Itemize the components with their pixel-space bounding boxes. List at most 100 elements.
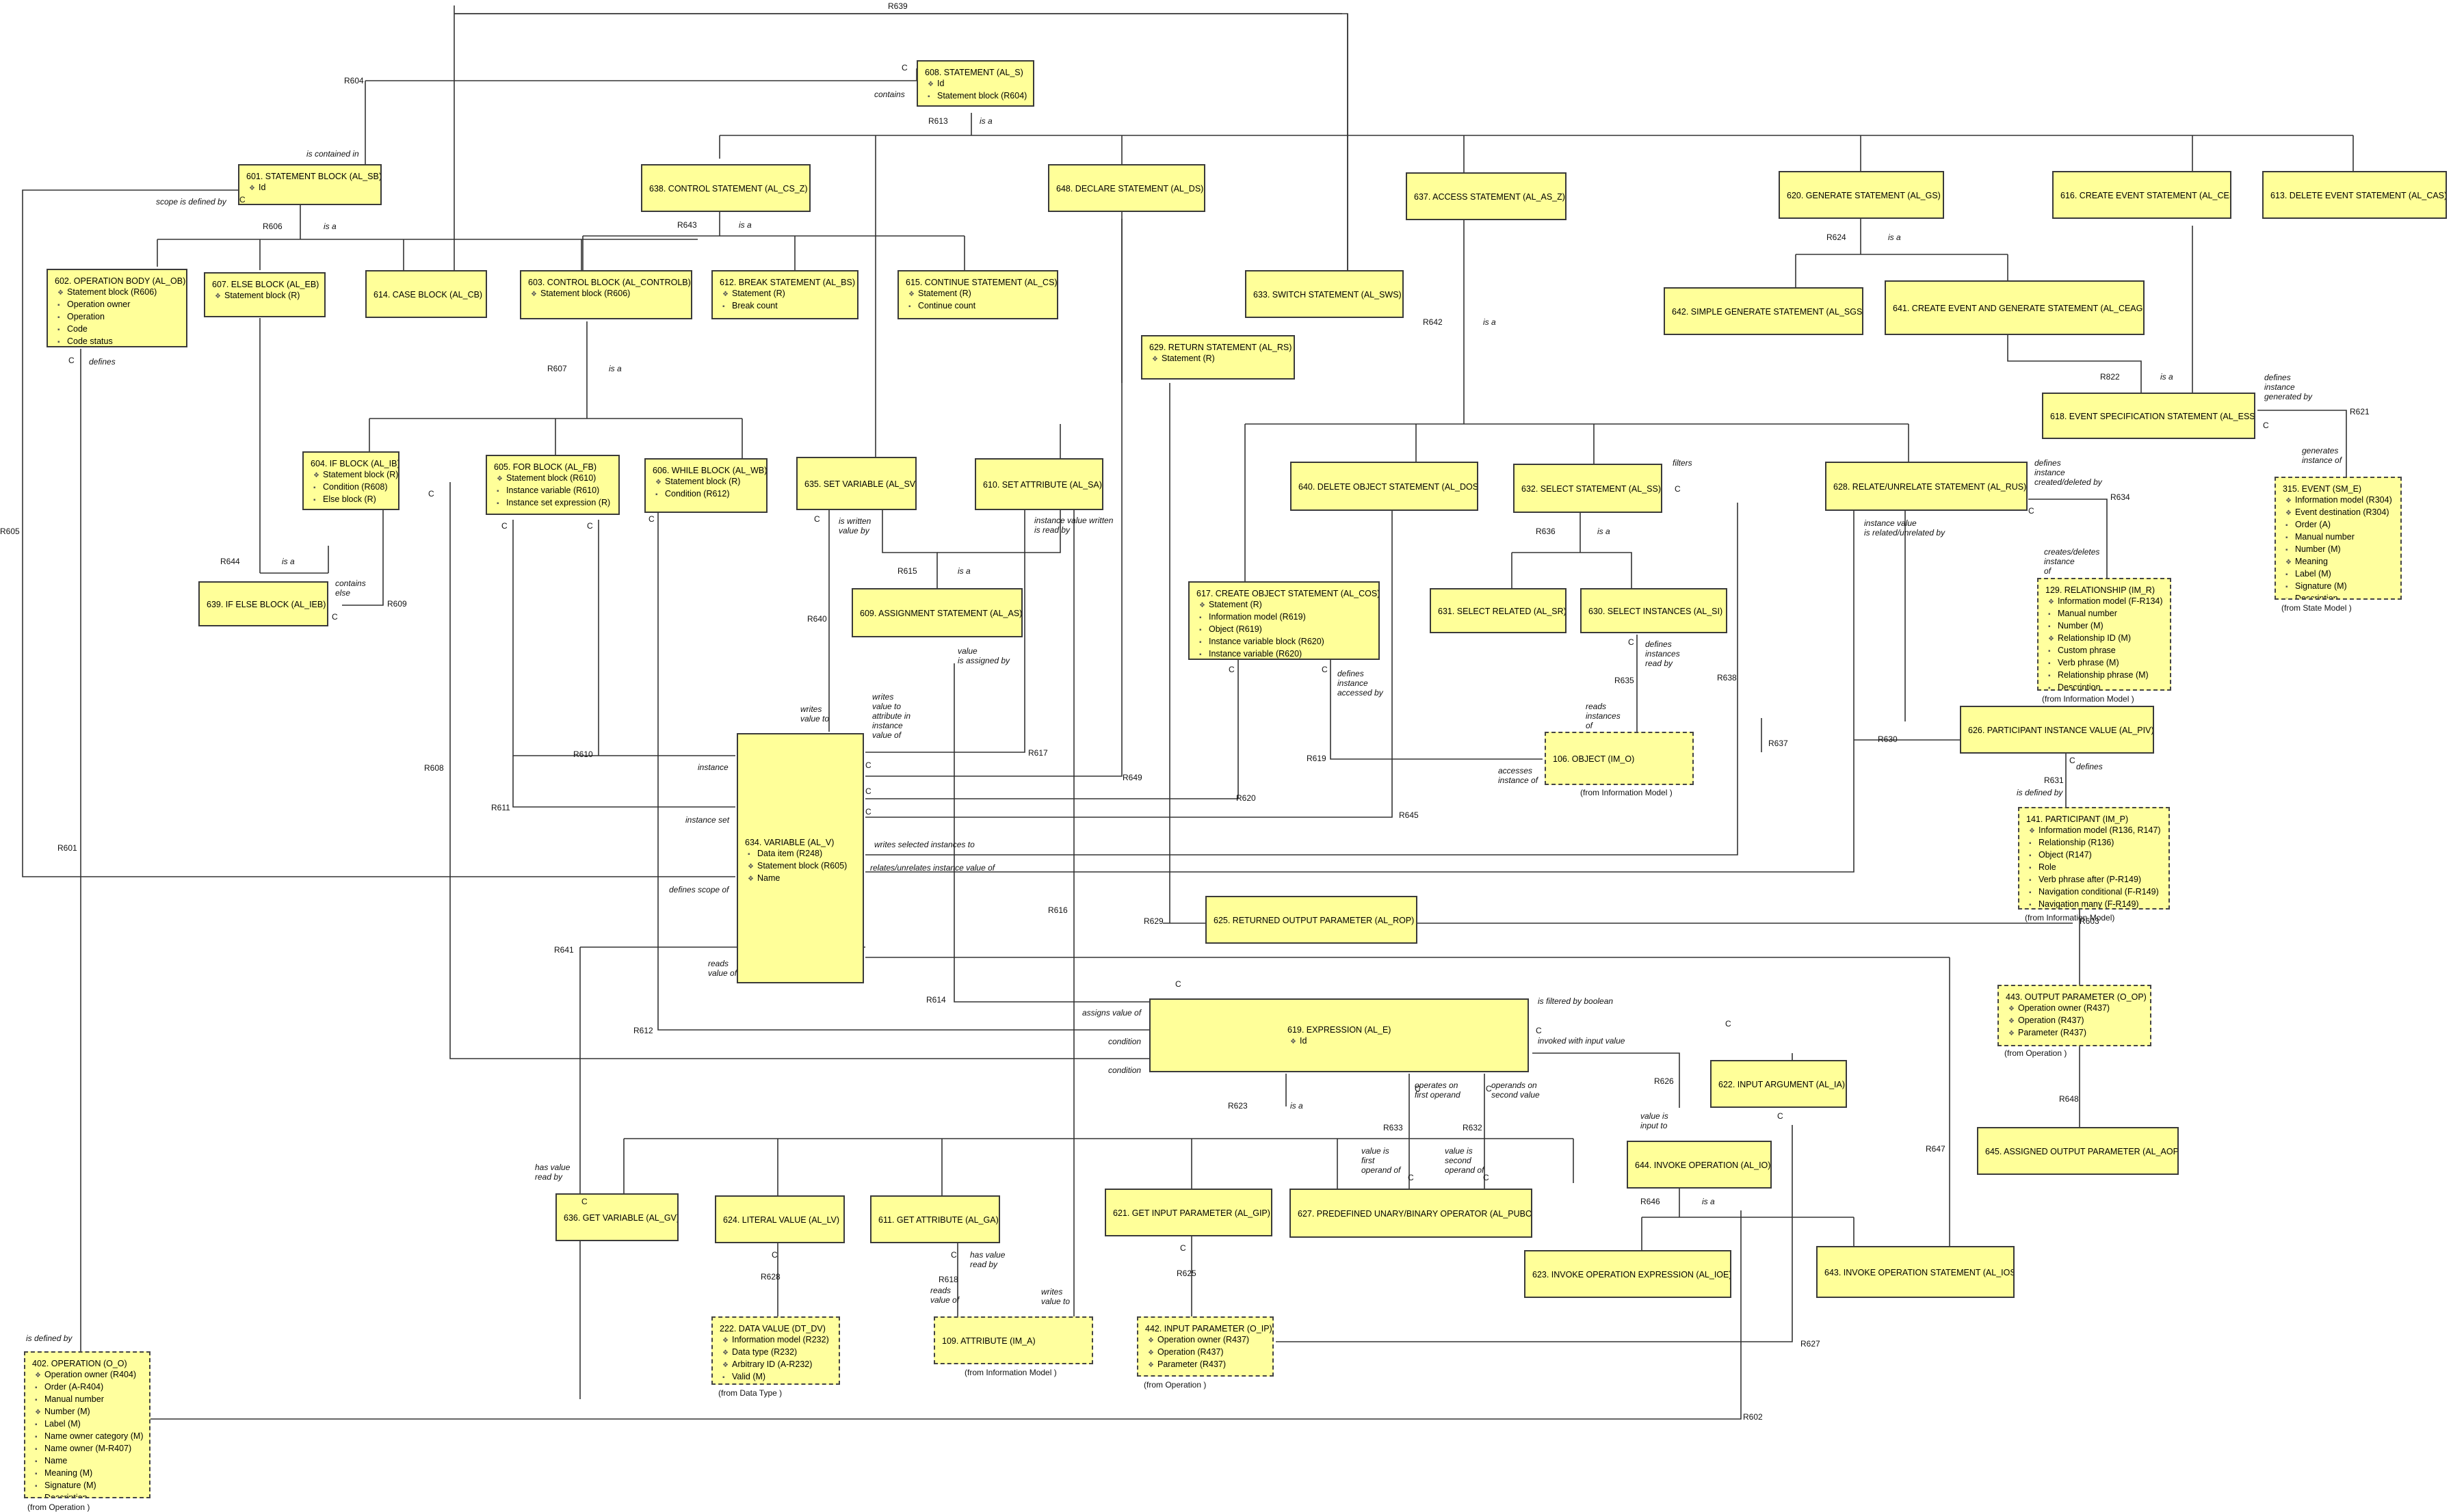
class-616-create-event-statement[interactable]: 616. CREATE EVENT STATEMENT (AL_CES) — [2052, 171, 2231, 219]
class-610-set-attribute[interactable]: 610. SET ATTRIBUTE (AL_SA) — [975, 458, 1103, 510]
isa-label: is a — [2160, 372, 2173, 382]
class-642-simple-generate-statement[interactable]: 642. SIMPLE GENERATE STATEMENT (AL_SGS) — [1664, 287, 1863, 335]
class-attribute-text: Statement block (R610) — [506, 473, 597, 483]
class-106-object[interactable]: 106. OBJECT (IM_O) — [1545, 732, 1694, 785]
class-attributes: ❖Statement block (R)▪Condition (R612) — [653, 476, 759, 501]
class-title: 604. IF BLOCK (AL_IB) — [311, 459, 399, 468]
class-648-declare-statement[interactable]: 648. DECLARE STATEMENT (AL_DS) — [1048, 164, 1205, 212]
class-631-select-related[interactable]: 631. SELECT RELATED (AL_SR) — [1430, 588, 1567, 633]
class-title: 633. SWITCH STATEMENT (AL_SWS) — [1253, 290, 1402, 300]
class-617-create-object-statement[interactable]: 617. CREATE OBJECT STATEMENT (AL_COS)❖St… — [1188, 581, 1380, 660]
class-attributes: ❖Information model (F-R134)▪Manual numbe… — [2045, 596, 2163, 689]
class-635-set-variable[interactable]: 635. SET VARIABLE (AL_SV) — [796, 457, 917, 510]
class-614-case-block[interactable]: 614. CASE BLOCK (AL_CB) — [365, 270, 487, 318]
class-title: 609. ASSIGNMENT STATEMENT (AL_AS) — [860, 609, 1023, 618]
class-attribute-text: Order (A) — [2295, 520, 2331, 529]
class-attribute: ▪Instance variable block (R620) — [1196, 636, 1372, 648]
class-644-invoke-operation[interactable]: 644. INVOKE OPERATION (AL_IO) — [1627, 1141, 1772, 1189]
class-605-for-block[interactable]: 605. FOR BLOCK (AL_FB)❖Statement block (… — [486, 455, 620, 515]
class-619-expression[interactable]: 619. EXPRESSION (AL_E)❖Id — [1149, 998, 1529, 1072]
class-attribute-text: Operation owner (R437) — [2018, 1003, 2110, 1013]
rel-label-R638: R638 — [1717, 673, 1737, 682]
class-628-relate-unrelate-statement[interactable]: 628. RELATE/UNRELATE STATEMENT (AL_RUS) — [1825, 462, 2028, 511]
class-645-assigned-output-parameter[interactable]: 645. ASSIGNED OUTPUT PARAMETER (AL_AOP) — [1977, 1127, 2179, 1175]
class-608-statement[interactable]: 608. STATEMENT (AL_S)❖Id▪Statement block… — [917, 60, 1034, 107]
class-title: 618. EVENT SPECIFICATION STATEMENT (AL_E… — [2050, 412, 2255, 421]
class-618-event-specification-statement[interactable]: 618. EVENT SPECIFICATION STATEMENT (AL_E… — [2042, 393, 2255, 439]
attribute-bullet-icon: ▪ — [35, 1458, 38, 1465]
class-129-relationship[interactable]: 129. RELATIONSHIP (IM_R)❖Information mod… — [2037, 578, 2171, 691]
class-attributes: ❖Information model (R232)❖Data type (R23… — [720, 1334, 832, 1383]
class-402-operation[interactable]: 402. OPERATION (O_O)❖Operation owner (R4… — [24, 1351, 150, 1498]
class-title: 614. CASE BLOCK (AL_CB) — [373, 290, 483, 300]
class-640-delete-object-statement[interactable]: 640. DELETE OBJECT STATEMENT (AL_DOS) — [1290, 462, 1478, 511]
class-641-create-event-and-generate-statement[interactable]: 641. CREATE EVENT AND GENERATE STATEMENT… — [1885, 280, 2145, 335]
mult-c: C — [501, 521, 508, 531]
class-attribute-text: Arbitrary ID (A-R232) — [732, 1360, 813, 1369]
class-141-participant[interactable]: 141. PARTICIPANT (IM_P)❖Information mode… — [2018, 807, 2170, 910]
class-601-statement-block[interactable]: 601. STATEMENT BLOCK (AL_SB)❖Id — [238, 164, 382, 205]
class-643-invoke-operation-statement[interactable]: 643. INVOKE OPERATION STATEMENT (AL_IOS) — [1816, 1246, 2015, 1298]
rel-label-R630: R630 — [1878, 734, 1898, 744]
class-attribute-text: Name — [44, 1456, 68, 1465]
class-443-output-parameter[interactable]: 443. OUTPUT PARAMETER (O_OP)❖Operation o… — [1997, 985, 2151, 1046]
class-attribute: ❖Statement block (R606) — [528, 288, 684, 300]
class-attributes: ❖Operation owner (R404)▪Order (A-R404)▪M… — [32, 1369, 144, 1497]
class-609-assignment-statement[interactable]: 609. ASSIGNMENT STATEMENT (AL_AS) — [852, 588, 1023, 637]
class-636-get-variable[interactable]: 636. GET VARIABLE (AL_GV) — [555, 1193, 679, 1241]
class-607-else-block[interactable]: 607. ELSE BLOCK (AL_EB)❖Statement block … — [204, 272, 326, 317]
class-attribute: ▪Operation — [55, 311, 179, 323]
role-has-value-read-by: has value read by — [970, 1250, 1006, 1269]
class-603-control-block[interactable]: 603. CONTROL BLOCK (AL_CONTROLB)❖Stateme… — [520, 270, 692, 319]
class-613-delete-event-statement[interactable]: 613. DELETE EVENT STATEMENT (AL_CAS) — [2262, 171, 2447, 219]
isa-label: is a — [324, 222, 337, 231]
class-639-if-else-block[interactable]: 639. IF ELSE BLOCK (AL_IEB) — [198, 581, 328, 626]
class-623-invoke-operation-expression[interactable]: 623. INVOKE OPERATION EXPRESSION (AL_IOE… — [1524, 1250, 1731, 1298]
class-606-while-block[interactable]: 606. WHILE BLOCK (AL_WB)❖Statement block… — [644, 458, 768, 513]
class-109-attribute[interactable]: 109. ATTRIBUTE (IM_A) — [934, 1316, 1093, 1364]
class-attribute: ▪Object (R619) — [1196, 624, 1372, 636]
mult-c: C — [1229, 665, 1235, 674]
rel-label-R601: R601 — [57, 843, 77, 853]
from-information-model-note: (from Information Model ) — [1580, 788, 1673, 797]
class-attribute-text: Operation owner (R437) — [1157, 1335, 1250, 1344]
class-637-access-statement[interactable]: 637. ACCESS STATEMENT (AL_AS_Z) — [1406, 172, 1567, 220]
class-615-continue-statement[interactable]: 615. CONTINUE STATEMENT (AL_CS)❖Statemen… — [897, 270, 1058, 319]
class-633-switch-statement[interactable]: 633. SWITCH STATEMENT (AL_SWS) — [1245, 270, 1404, 318]
class-620-generate-statement[interactable]: 620. GENERATE STATEMENT (AL_GS) — [1779, 171, 1944, 219]
identifier-marker-icon: ❖ — [1148, 1337, 1154, 1344]
role-defines: defines — [89, 357, 116, 367]
class-621-get-input-parameter[interactable]: 621. GET INPUT PARAMETER (AL_GIP) — [1105, 1189, 1272, 1236]
attribute-bullet-icon: ▪ — [35, 1483, 38, 1490]
class-title: 608. STATEMENT (AL_S) — [925, 68, 1023, 77]
class-attribute-text: Statement block (R) — [665, 477, 741, 486]
class-612-break-statement[interactable]: 612. BREAK STATEMENT (AL_BS)❖Statement (… — [711, 270, 858, 319]
attribute-bullet-icon: ▪ — [1199, 626, 1202, 634]
class-634-variable[interactable]: 634. VARIABLE (AL_V)▪Data item (R248)❖St… — [737, 733, 864, 983]
class-222-data-value[interactable]: 222. DATA VALUE (DT_DV)❖Information mode… — [711, 1316, 840, 1385]
class-attribute-text: Relationship ID (M) — [2058, 633, 2131, 643]
class-632-select-statement[interactable]: 632. SELECT STATEMENT (AL_SS) — [1513, 464, 1662, 513]
class-title: 603. CONTROL BLOCK (AL_CONTROLB) — [528, 278, 691, 287]
rel-label-R643: R643 — [677, 220, 697, 230]
class-attribute: ❖Operation (R437) — [2006, 1015, 2143, 1027]
class-627-predefined-unary-binary-operator[interactable]: 627. PREDEFINED UNARY/BINARY OPERATOR (A… — [1289, 1189, 1532, 1238]
rel-label-R621: R621 — [2350, 407, 2370, 416]
class-622-input-argument[interactable]: 622. INPUT ARGUMENT (AL_IA) — [1710, 1060, 1847, 1108]
class-604-if-block[interactable]: 604. IF BLOCK (AL_IB)❖Statement block (R… — [302, 451, 399, 510]
class-602-operation-body[interactable]: 602. OPERATION BODY (AL_OB)❖Statement bl… — [47, 269, 187, 347]
class-attribute: ▪Signature (M) — [32, 1480, 142, 1492]
class-629-return-statement[interactable]: 629. RETURN STATEMENT (AL_RS)❖Statement … — [1141, 335, 1295, 380]
class-626-participant-instance-value[interactable]: 626. PARTICIPANT INSTANCE VALUE (AL_PIV) — [1960, 706, 2154, 754]
class-442-input-parameter[interactable]: 442. INPUT PARAMETER (O_IP)❖Operation ow… — [1137, 1316, 1274, 1377]
rel-label-R644: R644 — [220, 557, 240, 566]
class-630-select-instances[interactable]: 630. SELECT INSTANCES (AL_SI) — [1580, 588, 1727, 633]
class-624-literal-value[interactable]: 624. LITERAL VALUE (AL_LV) — [715, 1195, 845, 1243]
rel-label-R625: R625 — [1177, 1269, 1196, 1278]
class-attribute: ❖Data type (R232) — [720, 1347, 832, 1359]
class-315-event[interactable]: 315. EVENT (SM_E)❖Information model (R30… — [2275, 477, 2402, 600]
role-is-defined-by: is defined by — [2017, 788, 2063, 797]
class-625-returned-output-parameter[interactable]: 625. RETURNED OUTPUT PARAMETER (AL_ROP) — [1205, 896, 1417, 944]
class-638-control-statement[interactable]: 638. CONTROL STATEMENT (AL_CS_Z) — [641, 164, 811, 212]
class-611-get-attribute[interactable]: 611. GET ATTRIBUTE (AL_GA) — [870, 1195, 1000, 1243]
